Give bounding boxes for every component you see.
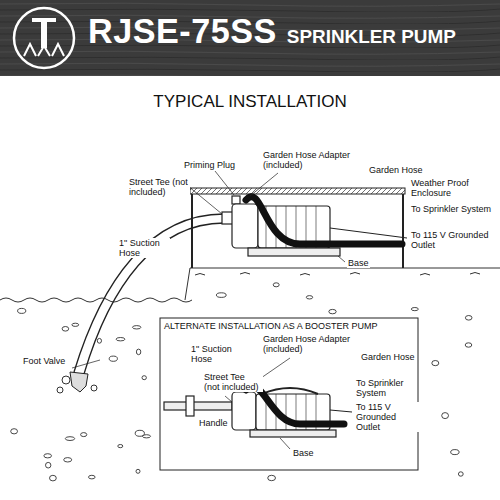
header-band	[0, 0, 500, 76]
wood-texture	[0, 0, 500, 76]
part-label: Street Tee (not included)	[128, 177, 190, 197]
bubbles	[57, 376, 97, 393]
water-surface	[0, 298, 192, 302]
part-label: Base	[347, 258, 370, 268]
priming-plug	[232, 196, 240, 204]
header-band: RJSE-75SS SPRINKLER PUMP	[88, 12, 493, 64]
part-label: To 115 V Grounded Outlet	[410, 230, 497, 250]
part-label: To Sprinkler System	[410, 204, 492, 214]
part-label: Garden Hose	[360, 352, 416, 362]
part-label: 1" Suction Hose	[118, 238, 170, 258]
part-label: Garden Hose Adapter (included)	[262, 334, 356, 354]
part-label: Base	[292, 448, 315, 458]
part-label: 1" Suction Hose	[190, 344, 237, 364]
part-label: Foot Valve	[22, 356, 66, 366]
part-label: Street Tee (not included)	[203, 372, 263, 392]
rocks	[11, 283, 472, 481]
ground	[185, 268, 500, 300]
part-label: Priming Plug	[183, 160, 236, 170]
product-title: RJSE-75SS	[88, 12, 277, 51]
product-title: SPRINKLER PUMP	[287, 26, 456, 48]
power-cord	[330, 410, 352, 412]
part-label: To 115 V Grounded Outlet	[355, 402, 419, 432]
logo	[14, 8, 74, 68]
foot-valve	[70, 372, 88, 392]
part-label: Weather Proof Enclosure	[410, 178, 497, 198]
part-label: Handle	[198, 418, 229, 428]
inset-frame	[160, 318, 418, 470]
part-label: To Sprinkler System	[355, 378, 415, 398]
power-cord	[330, 228, 407, 238]
handle	[262, 388, 318, 394]
part-label: Garden Hose Adapter (included)	[262, 150, 359, 170]
diagram-title: TYPICAL INSTALLATION	[0, 92, 500, 112]
part-label: Garden Hose	[368, 165, 424, 175]
weather-proof-enclosure	[190, 188, 405, 268]
inset-heading: ALTERNATE INSTALLATION AS A BOOSTER PUMP	[160, 318, 418, 334]
garden-hose	[246, 197, 402, 244]
booster-pump	[164, 388, 336, 437]
